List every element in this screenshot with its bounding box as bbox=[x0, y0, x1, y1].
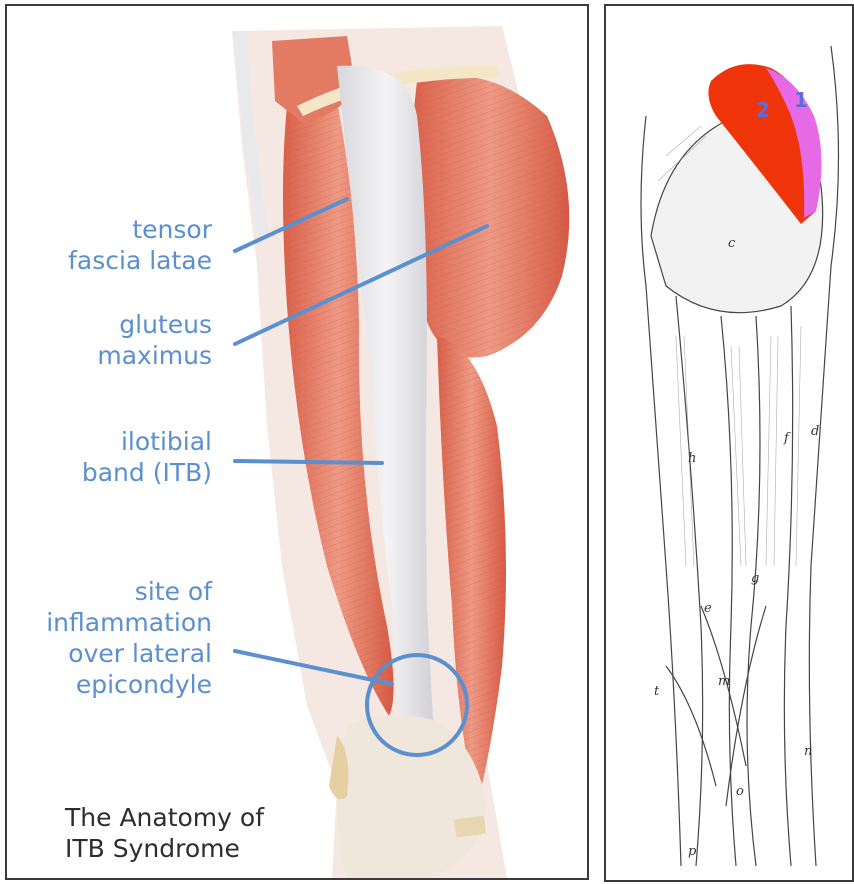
label-line: epicondyle bbox=[46, 669, 212, 700]
caption-line: ITB Syndrome bbox=[65, 833, 264, 864]
pointer-itb bbox=[235, 461, 382, 463]
label-line: over lateral bbox=[46, 638, 212, 669]
letter-label: p bbox=[688, 844, 696, 859]
label-line: site of bbox=[46, 576, 212, 607]
caption-line: The Anatomy of bbox=[65, 802, 264, 833]
letter-label: t bbox=[654, 684, 659, 699]
letter-label: c bbox=[728, 236, 735, 251]
posterior-thigh-line-drawing: 1 2 c h f d g e m n p o t bbox=[604, 4, 854, 882]
letter-label: f bbox=[784, 431, 789, 446]
region-1-number: 1 bbox=[794, 88, 808, 112]
letter-label: n bbox=[804, 744, 812, 759]
label-line: fascia latae bbox=[68, 245, 212, 276]
itb-anatomy-illustration: tensor fascia latae gluteus maximus ilot… bbox=[5, 4, 589, 880]
label-iliotibial-band: ilotibial band (ITB) bbox=[82, 426, 212, 488]
region-2-number: 2 bbox=[756, 98, 770, 122]
label-line: gluteus bbox=[97, 309, 212, 340]
label-line: tensor bbox=[68, 214, 212, 245]
label-line: inflammation bbox=[46, 607, 212, 638]
letter-label: o bbox=[736, 784, 744, 799]
figure-caption: The Anatomy of ITB Syndrome bbox=[65, 802, 264, 864]
label-gluteus-maximus: gluteus maximus bbox=[97, 309, 212, 371]
letter-label: g bbox=[751, 571, 759, 586]
thigh-sketch bbox=[606, 6, 852, 880]
label-line: ilotibial bbox=[82, 426, 212, 457]
letter-label: d bbox=[811, 424, 819, 439]
label-site-of-inflammation: site of inflammation over lateral epicon… bbox=[46, 576, 212, 700]
letter-label: h bbox=[688, 451, 696, 466]
label-line: band (ITB) bbox=[82, 457, 212, 488]
letter-label: e bbox=[704, 601, 712, 616]
label-line: maximus bbox=[97, 340, 212, 371]
letter-label: m bbox=[718, 674, 730, 689]
label-tensor-fascia-latae: tensor fascia latae bbox=[68, 214, 212, 276]
